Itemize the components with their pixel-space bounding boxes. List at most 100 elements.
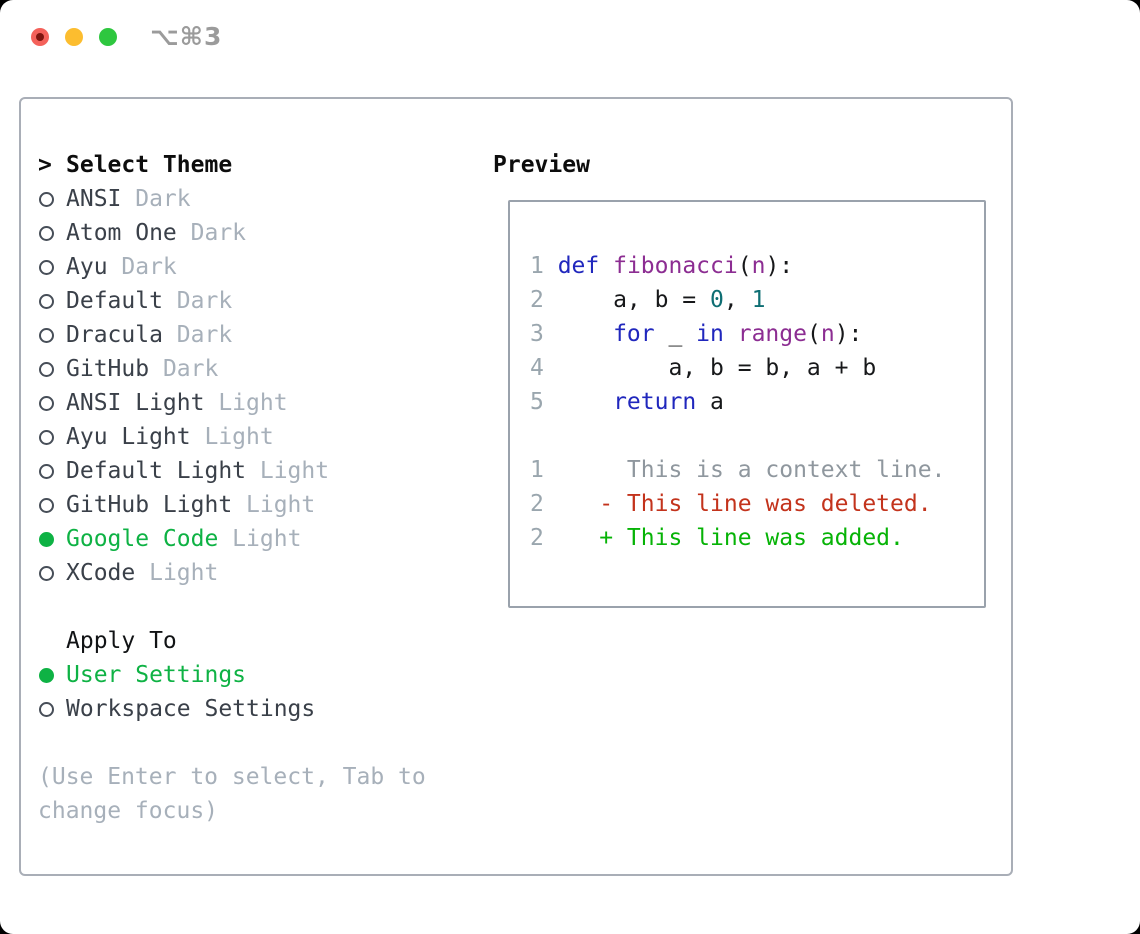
code-line-diff-added: 2 + This line was added.	[530, 521, 984, 555]
code-segment-pl: (	[806, 321, 821, 347]
code-segment-pl: _	[654, 321, 697, 347]
theme-option-ayu[interactable]: Ayu Dark	[38, 250, 478, 284]
theme-option-atom-one[interactable]: Atom One Dark	[38, 216, 478, 250]
minimize-button[interactable]	[65, 28, 83, 46]
theme-variant-label: Dark	[149, 356, 219, 382]
close-button-dot-icon	[36, 33, 44, 41]
code-segment-pl: ,	[723, 287, 752, 313]
radio-icon	[38, 488, 66, 522]
apply-option-workspace-settings[interactable]: Workspace Settings	[38, 692, 478, 726]
theme-option-default-light[interactable]: Default Light Light	[38, 454, 478, 488]
radio-circle	[39, 396, 54, 411]
radio-circle	[39, 328, 54, 343]
option-label: GitHub Light	[66, 492, 233, 518]
code-segment-del: - This line was deleted.	[557, 491, 932, 517]
theme-option-google-code[interactable]: Google Code Light	[38, 522, 478, 556]
line-number: 1	[530, 253, 544, 279]
line-number: 2	[530, 491, 544, 517]
select-theme-title: Select Theme	[66, 152, 233, 178]
radio-icon	[38, 216, 66, 250]
option-label: User Settings	[66, 662, 247, 688]
radio-icon	[38, 352, 66, 386]
radio-icon	[38, 556, 66, 590]
keyboard-shortcut-label: ⌥⌘3	[150, 22, 223, 51]
title-bar: ⌥⌘3	[0, 0, 1140, 70]
option-label: Default	[66, 288, 163, 314]
option-label: Ayu	[66, 254, 108, 280]
theme-option-github[interactable]: GitHub Dark	[38, 352, 478, 386]
theme-option-default[interactable]: Default Dark	[38, 284, 478, 318]
spacer	[38, 590, 478, 624]
radio-circle	[39, 430, 54, 445]
theme-variant-label: Dark	[107, 254, 177, 280]
option-label: Workspace Settings	[66, 696, 316, 722]
code-segment-pl: a, b = b, a + b	[557, 355, 877, 381]
radio-circle	[39, 362, 54, 377]
line-number: 2	[530, 287, 544, 313]
code-segment-pl: ):	[834, 321, 863, 347]
spacer	[38, 726, 478, 760]
code-segment-pl: a, b =	[557, 287, 711, 313]
radio-icon	[38, 386, 66, 420]
code-segment-pl	[558, 321, 613, 347]
preview-title: Preview	[493, 152, 590, 178]
code-segment-kw: in	[696, 321, 724, 347]
code-segment-kw: def	[557, 253, 600, 279]
line-number: 1	[530, 457, 544, 483]
theme-option-github-light[interactable]: GitHub Light Light	[38, 488, 478, 522]
code-segment-ctx: This is a context line.	[557, 457, 946, 483]
radio-icon	[38, 454, 66, 488]
apply-to-marker-space	[38, 624, 66, 658]
theme-option-ansi[interactable]: ANSI Dark	[38, 182, 478, 216]
radio-icon	[38, 692, 66, 726]
radio-selected-icon	[38, 658, 66, 692]
code-line-code: 3 for _ in range(n):	[530, 317, 984, 351]
code-line-code: 5 return a	[530, 385, 984, 419]
radio-circle	[39, 668, 54, 683]
radio-circle	[39, 702, 54, 717]
code-segment-fn: n	[820, 321, 835, 347]
radio-circle	[39, 192, 54, 207]
radio-circle	[39, 464, 54, 479]
close-button[interactable]	[31, 28, 49, 46]
code-segment-num: 1	[751, 287, 766, 313]
radio-circle	[39, 226, 54, 241]
zoom-button[interactable]	[99, 28, 117, 46]
theme-variant-label: Light	[218, 526, 302, 552]
code-segment-num: 0	[710, 287, 724, 313]
code-segment-fn: range	[737, 321, 807, 347]
theme-option-xcode[interactable]: XCode Light	[38, 556, 478, 590]
code-segment-pl: (	[737, 253, 752, 279]
line-number: 3	[530, 321, 544, 347]
help-line: (Use Enter to select, Tab to	[38, 764, 426, 790]
code-segment-pl: ):	[765, 253, 794, 279]
radio-circle	[39, 532, 54, 547]
theme-option-dracula[interactable]: Dracula Dark	[38, 318, 478, 352]
apply-to-header: Apply To	[38, 624, 478, 658]
radio-icon	[38, 250, 66, 284]
radio-circle	[39, 566, 54, 581]
focus-caret-icon: >	[38, 152, 52, 178]
option-label: ANSI Light	[66, 390, 205, 416]
option-label: XCode	[66, 560, 136, 586]
radio-circle	[39, 260, 54, 275]
theme-variant-label: Dark	[121, 186, 191, 212]
code-segment-fn: n	[751, 253, 766, 279]
line-number: 2	[530, 525, 544, 551]
code-segment-pl: a	[696, 389, 724, 415]
radio-circle	[39, 294, 54, 309]
radio-circle	[39, 498, 54, 513]
apply-option-user-settings[interactable]: User Settings	[38, 658, 478, 692]
theme-option-ayu-light[interactable]: Ayu Light Light	[38, 420, 478, 454]
option-label: Default Light	[66, 458, 247, 484]
code-segment-kw: for	[613, 321, 655, 347]
line-number: 4	[530, 355, 544, 381]
code-segment-kw: return	[613, 389, 697, 415]
code-segment-fn: fibonacci	[613, 253, 738, 279]
theme-option-ansi-light[interactable]: ANSI Light Light	[38, 386, 478, 420]
